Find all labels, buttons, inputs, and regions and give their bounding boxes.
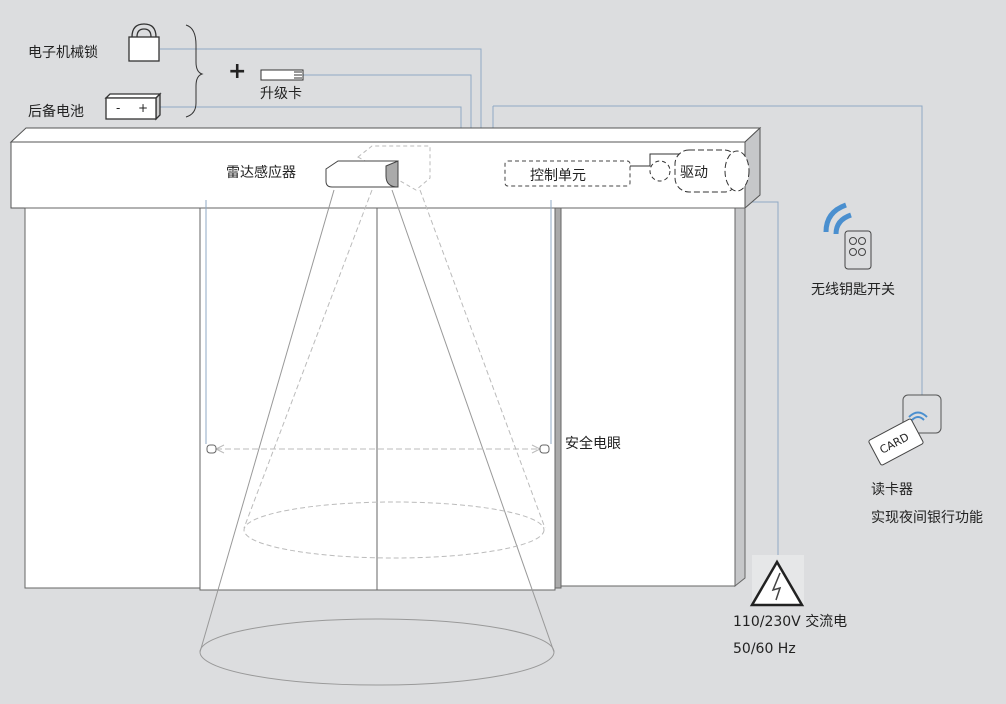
door-leaf-right (376, 207, 556, 591)
upgrade-card-label: 升级卡 (260, 86, 302, 102)
upgrade-card-icon (260, 69, 304, 81)
safety-eye-left-icon (206, 444, 217, 454)
door-panels (24, 207, 746, 591)
control-unit-box (504, 160, 631, 187)
lock-label: 电子机械锁 (28, 45, 98, 61)
lock-icon (128, 23, 160, 62)
battery-label: 后备电池 (28, 104, 84, 120)
drive-motor-icon (630, 149, 750, 193)
battery-icon (104, 92, 162, 121)
wireless-key-label: 无线钥匙开关 (811, 282, 895, 298)
safety-eye-beam (206, 444, 550, 454)
power-frequency-label: 50/60 Hz (733, 641, 796, 657)
door-leaf-left (199, 207, 378, 591)
sensor-wires (205, 200, 552, 444)
control-unit-label: 控制单元 (530, 168, 586, 184)
power-voltage-label: 110/230V 交流电 (733, 614, 848, 630)
safety-eye-label: 安全电眼 (565, 436, 621, 452)
radar-label: 雷达感应器 (226, 165, 296, 181)
card-reader-description: 实现夜间银行功能 (871, 510, 983, 526)
safety-eye-right-icon (539, 444, 550, 454)
radar-sensor-icon (325, 145, 431, 191)
drive-label: 驱动 (680, 165, 708, 181)
radar-field (199, 189, 555, 686)
battery-plus: + (138, 101, 149, 115)
card-reader-icon (868, 394, 942, 466)
brace (185, 24, 204, 118)
battery-minus: - (116, 101, 121, 115)
high-voltage-icon (749, 555, 805, 607)
wireless-key-icon (823, 202, 872, 270)
card-reader-label: 读卡器 (871, 482, 913, 498)
plus-sign: + (228, 59, 247, 84)
header-box (9, 126, 762, 210)
